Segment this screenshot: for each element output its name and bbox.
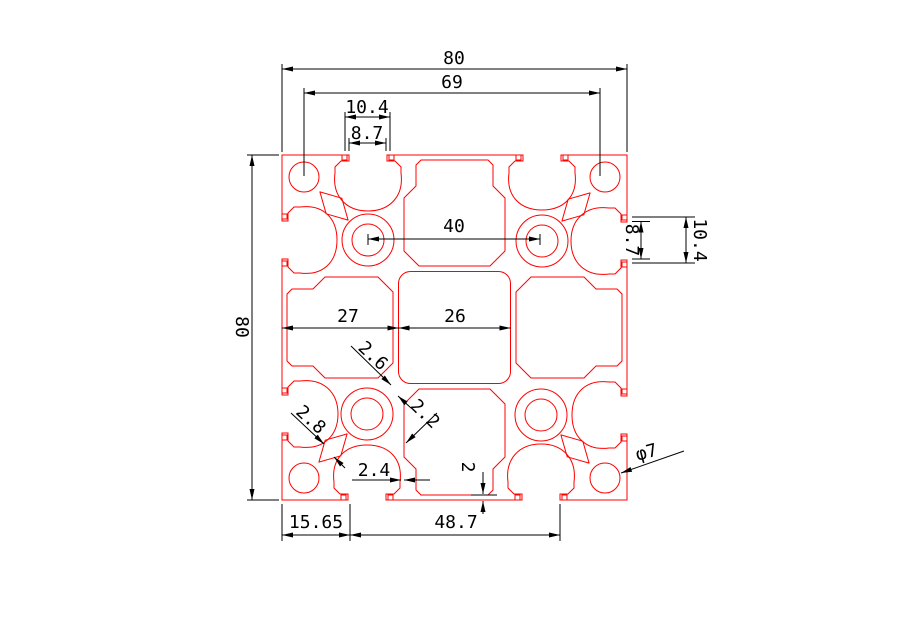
leader-line	[620, 450, 685, 474]
dim-web-2-4: 2.4	[352, 460, 430, 483]
leader-line	[290, 412, 325, 445]
leader-line	[333, 456, 346, 469]
leader-line	[405, 412, 438, 444]
dimension-annotations: 80 69 10.4 8.7 80 40	[231, 48, 710, 541]
dim-center-cavity-width: 26	[398, 306, 511, 331]
leader-web-2-8: 2.8	[290, 401, 346, 469]
dimension-text: 80	[443, 48, 465, 69]
dimension-text: 10.4	[345, 97, 388, 118]
dim-bottom-center-segment: 48.7	[350, 512, 560, 538]
dim-overall-width: 80	[282, 48, 627, 72]
dim-overall-height: 80	[231, 155, 255, 500]
dimension-text: 27	[337, 306, 359, 327]
dimension-text: 2.8	[292, 401, 330, 438]
dimension-text: 2.4	[358, 460, 391, 481]
dimension-text: φ7	[633, 440, 659, 466]
leader-line	[350, 345, 392, 386]
dimension-text: 80	[231, 316, 252, 338]
dimension-text: 26	[444, 306, 466, 327]
dim-right-slot-inner: 8.7	[621, 221, 644, 259]
dimension-text: 2.6	[354, 337, 392, 375]
dimension-text: 15.65	[289, 512, 343, 533]
dimension-text: 69	[441, 72, 463, 93]
dim-left-wall-to-center: 27	[282, 306, 399, 331]
dimension-text: 40	[443, 216, 465, 237]
dim-right-slot-outer: 10.4	[683, 217, 710, 263]
dimension-text: 2	[457, 462, 478, 473]
dimension-text: 10.4	[689, 218, 710, 261]
leader-web-2-6: 2.6	[350, 337, 412, 409]
dimension-text: 8.7	[621, 224, 642, 257]
dimension-text: 8.7	[351, 123, 384, 144]
dim-top-slot-outer: 10.4	[345, 97, 390, 120]
dim-bottom-left-segment: 15.65	[282, 512, 350, 538]
leader-line	[397, 395, 412, 409]
dim-top-slot-inner: 8.7	[349, 123, 386, 146]
dim-bottom-wall: 2	[457, 462, 486, 514]
leader-corner-hole-diameter: φ7	[620, 440, 685, 474]
dim-inner-hole-spacing: 40	[367, 216, 541, 245]
dimension-text: 2.2	[406, 395, 444, 433]
dim-corner-hole-spacing: 69	[304, 72, 600, 96]
dimension-text: 48.7	[434, 512, 477, 533]
leader-web-2-2: 2.2	[405, 395, 444, 444]
